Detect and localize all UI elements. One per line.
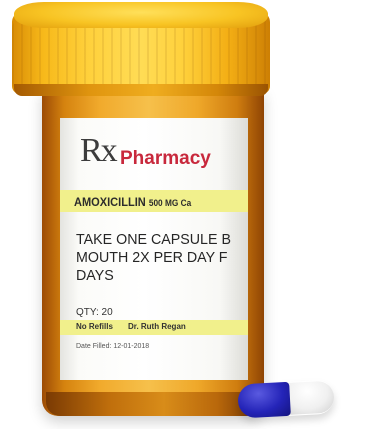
- drug-name-line: AMOXICILLIN 500 MG Ca: [74, 195, 191, 209]
- dosage-instructions: TAKE ONE CAPSULE B MOUTH 2X PER DAY F DA…: [76, 231, 231, 284]
- drug-dose: 500 MG Ca: [148, 198, 192, 208]
- capsule-blue-half: [237, 381, 291, 419]
- capsule-pill: [237, 380, 335, 419]
- pharmacy-name: Pharmacy: [120, 148, 211, 169]
- quantity: QTY: 20: [76, 307, 113, 318]
- cap-ribs: [12, 20, 270, 90]
- cap-top: [14, 2, 268, 28]
- drug-highlight-band: [60, 190, 248, 212]
- capsule-white-half: [285, 380, 335, 415]
- refills: No Refills: [76, 322, 113, 331]
- refill-highlight-band: [60, 320, 248, 335]
- rx-symbol: Rx: [80, 132, 118, 169]
- prescription-label: Rx Pharmacy AMOXICILLIN 500 MG Ca TAKE O…: [60, 118, 248, 380]
- date-filled: Date Filled: 12-01-2018: [76, 343, 150, 350]
- drug-name: AMOXICILLIN: [74, 195, 146, 209]
- bottle-base: [46, 392, 260, 416]
- prescriber: Dr. Ruth Regan: [128, 322, 186, 331]
- cap-rim: [14, 84, 268, 96]
